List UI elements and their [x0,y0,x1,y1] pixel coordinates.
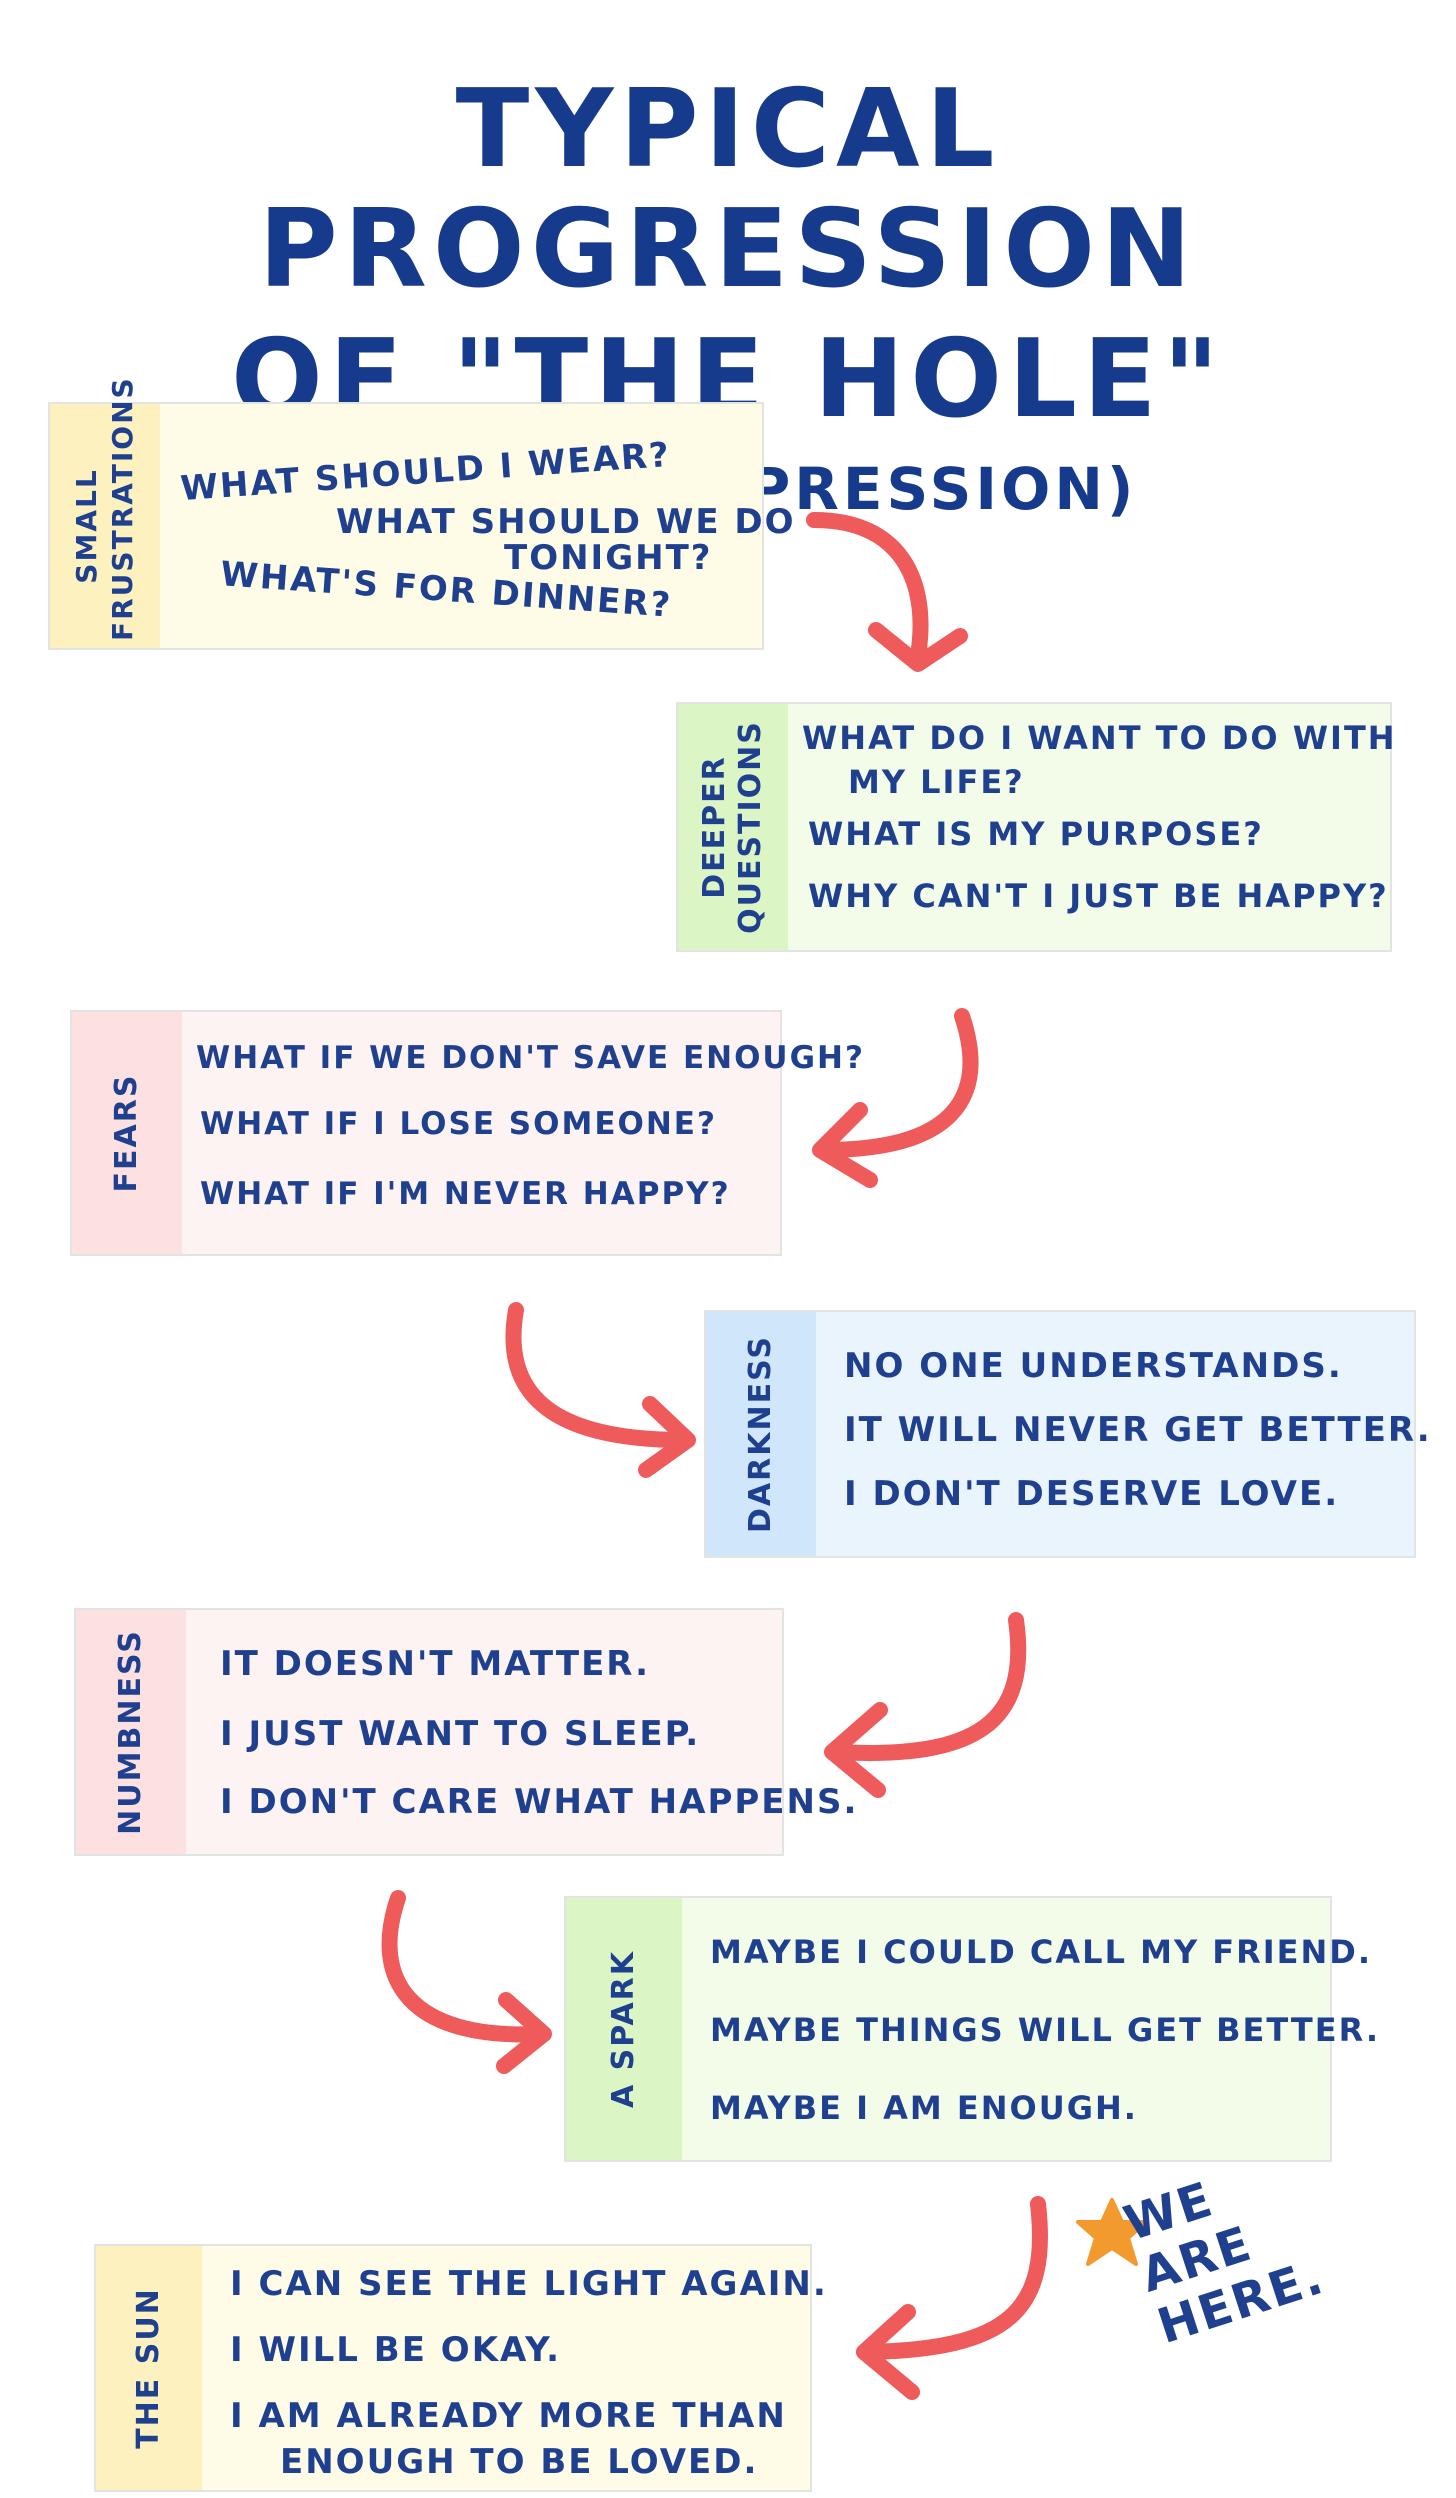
stage-line: WHAT IF I LOSE SOMEONE? [200,1106,717,1142]
stage-line: WHAT IF I'M NEVER HAPPY? [200,1176,731,1212]
stage-line: WHAT IS MY PURPOSE? [808,815,1264,853]
stage-tab: DEEPER QUESTIONS [678,704,788,950]
stage-card-a-spark: A SPARK MAYBE I COULD CALL MY FRIEND. MA… [564,1896,1378,2162]
title-line-1: TYPICAL PROGRESSION [258,67,1198,312]
stage-line: TONIGHT? [504,538,713,578]
stage-lines: WHAT SHOULD I WEAR? WHAT SHOULD WE DO TO… [160,404,794,648]
stage-tab: NUMBNESS [76,1610,186,1854]
stage-lines: NO ONE UNDERSTANDS. IT WILL NEVER GET BE… [816,1312,1430,1556]
stage-lines: I CAN SEE THE LIGHT AGAIN. I WILL BE OKA… [202,2246,826,2490]
stage-line: I AM ALREADY MORE THAN [230,2396,787,2436]
stage-tab: DARKNESS [706,1312,816,1556]
stage-line: MAYBE I COULD CALL MY FRIEND. [710,1933,1373,1971]
stage-line: WHAT SHOULD WE DO [336,502,796,542]
stage-line: I DON'T DESERVE LOVE. [844,1474,1340,1514]
stage-lines: WHAT IF WE DON'T SAVE ENOUGH? WHAT IF I … [182,1012,863,1254]
stage-line: MAYBE THINGS WILL GET BETTER. [710,2011,1380,2049]
stage-tab: A SPARK [566,1898,682,2160]
stage-card-small-frustrations: SMALL FRUSTRATIONS WHAT SHOULD I WEAR? W… [48,376,794,650]
stage-tab: THE SUN [96,2246,202,2490]
stage-line: ENOUGH TO BE LOVED. [280,2442,759,2482]
stage-tab: SMALL FRUSTRATIONS [50,376,160,648]
stage-line: MAYBE I AM ENOUGH. [710,2089,1138,2127]
stage-line: MY LIFE? [848,763,1025,801]
stage-line: I WILL BE OKAY. [230,2330,562,2370]
stage-tab: FEARS [72,1012,182,1254]
stage-line: I DON'T CARE WHAT HAPPENS. [220,1782,859,1822]
stage-line: IT DOESN'T MATTER. [220,1644,651,1684]
stage-lines: IT DOESN'T MATTER. I JUST WANT TO SLEEP.… [186,1610,856,1854]
stage-line: WHAT IF WE DON'T SAVE ENOUGH? [196,1040,865,1076]
star-icon [1076,2198,1148,2266]
stage-line: I JUST WANT TO SLEEP. [220,1714,701,1754]
stage-line: NO ONE UNDERSTANDS. [844,1346,1343,1386]
stage-line: WHAT DO I WANT TO DO WITH [802,719,1397,757]
stage-line: I CAN SEE THE LIGHT AGAIN. [230,2264,828,2304]
stage-lines: MAYBE I COULD CALL MY FRIEND. MAYBE THIN… [682,1898,1378,2160]
stage-line: IT WILL NEVER GET BETTER. [844,1410,1432,1450]
stage-card-numbness: NUMBNESS IT DOESN'T MATTER. I JUST WANT … [74,1608,856,1856]
stage-card-darkness: DARKNESS NO ONE UNDERSTANDS. IT WILL NEV… [704,1310,1430,1558]
stage-card-deeper-questions: DEEPER QUESTIONS WHAT DO I WANT TO DO WI… [676,702,1395,952]
stage-card-the-sun: THE SUN I CAN SEE THE LIGHT AGAIN. I WIL… [94,2244,826,2492]
stage-card-fears: FEARS WHAT IF WE DON'T SAVE ENOUGH? WHAT… [70,1010,863,1256]
stage-line: WHY CAN'T I JUST BE HAPPY? [808,877,1389,915]
stage-lines: WHAT DO I WANT TO DO WITH MY LIFE? WHAT … [788,704,1395,950]
